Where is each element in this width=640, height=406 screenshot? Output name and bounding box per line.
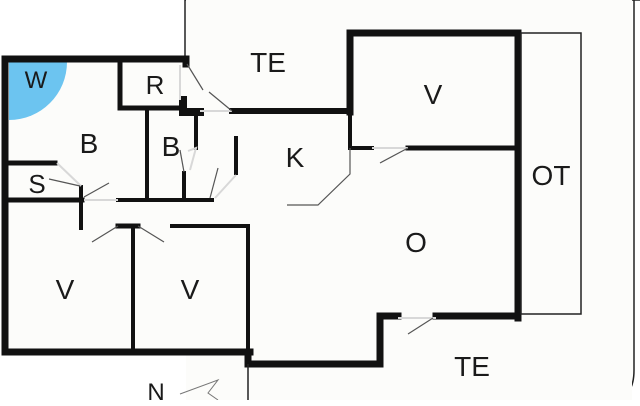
north-arrow-icon xyxy=(179,378,220,400)
room-label-bathroom-1: B xyxy=(79,128,99,159)
walls xyxy=(1,29,522,368)
room-label-sauna: S xyxy=(28,169,46,199)
door-openings xyxy=(56,65,436,319)
room-label-bedroom-ne: V xyxy=(423,79,443,110)
compass-label: N xyxy=(147,379,165,406)
room-label-covered-terrace: OT xyxy=(531,160,571,191)
room-label-bathroom-2: B xyxy=(161,131,181,162)
room-label-wc: W xyxy=(24,67,48,94)
room-label-storage: R xyxy=(145,70,165,100)
door-swings xyxy=(48,63,434,335)
room-label-bedroom-sw: V xyxy=(55,274,75,305)
wc-marker-icon xyxy=(9,62,67,120)
room-label-terrace-south: TE xyxy=(454,351,490,382)
room-label-living-room: O xyxy=(405,227,427,258)
room-label-bedroom-s: V xyxy=(180,274,200,305)
room-label-terrace-north: TE xyxy=(250,47,286,78)
room-label-kitchen: K xyxy=(285,142,305,173)
covered-terrace-outline xyxy=(520,32,582,315)
